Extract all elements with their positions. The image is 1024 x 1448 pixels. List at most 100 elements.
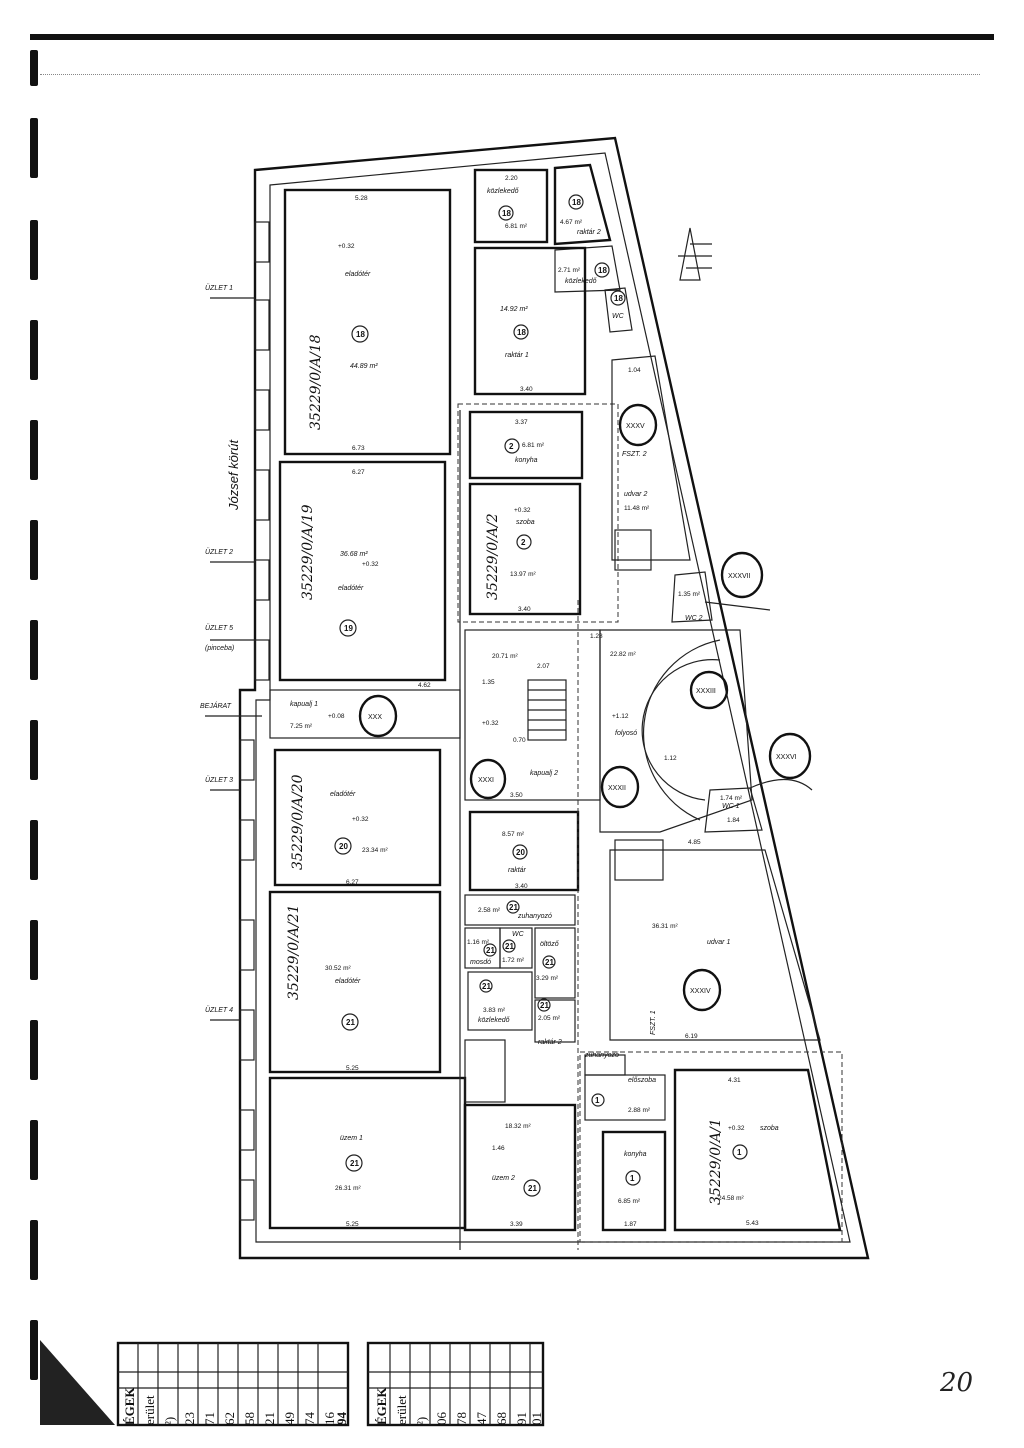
svg-text:ÉGEK: ÉGEK bbox=[122, 1387, 137, 1425]
svg-text:szoba: szoba bbox=[516, 519, 535, 526]
room-oltozo bbox=[534, 927, 576, 999]
svg-text:1.84: 1.84 bbox=[727, 817, 740, 824]
svg-text:FSZT. 1: FSZT. 1 bbox=[650, 1010, 657, 1035]
svg-text:26.31 m²: 26.31 m² bbox=[335, 1185, 361, 1192]
svg-text:06: 06 bbox=[434, 1412, 449, 1426]
room-szoba-1 bbox=[673, 1068, 842, 1232]
svg-text:WC: WC bbox=[612, 313, 625, 320]
svg-text:4.67 m²: 4.67 m² bbox=[560, 219, 583, 226]
svg-text:+0.32: +0.32 bbox=[338, 243, 355, 250]
svg-text:71: 71 bbox=[202, 1412, 217, 1425]
svg-text:közlekedő: közlekedő bbox=[487, 188, 519, 195]
svg-text:konyha: konyha bbox=[624, 1151, 647, 1158]
pointer-line bbox=[749, 778, 813, 791]
svg-text:+1.12: +1.12 bbox=[612, 713, 629, 720]
svg-text:21: 21 bbox=[545, 958, 554, 967]
page-number: 20 bbox=[940, 1368, 974, 1398]
binder-mark bbox=[30, 620, 38, 680]
svg-text:18: 18 bbox=[517, 328, 526, 337]
svg-text:eladótér: eladótér bbox=[335, 978, 361, 985]
room-szoba-2 bbox=[468, 482, 582, 616]
svg-text:+0.32: +0.32 bbox=[514, 507, 531, 514]
building-outline bbox=[238, 136, 870, 1260]
entrance-labels: ÜZLET 1 ÜZLET 2 ÜZLET 5 (pinceba) BEJÁRA… bbox=[200, 284, 262, 1021]
svg-text:kapualj 2: kapualj 2 bbox=[530, 770, 558, 777]
svg-text:8.57 m²: 8.57 m² bbox=[502, 831, 525, 838]
svg-text:eladótér: eladótér bbox=[345, 271, 371, 278]
svg-text:konyha: konyha bbox=[515, 457, 538, 464]
corner-triangle bbox=[40, 1340, 115, 1425]
svg-text:18: 18 bbox=[598, 266, 607, 275]
entrance-uzlet4: ÜZLET 4 bbox=[205, 1006, 233, 1014]
room-wc-top bbox=[604, 287, 633, 333]
svg-text:2.05 m²: 2.05 m² bbox=[538, 1015, 561, 1022]
entrance-bejarat: BEJÁRAT bbox=[200, 701, 232, 710]
svg-text:58: 58 bbox=[242, 1412, 257, 1425]
handwritten-parcel-1: 35229/0/A/1 bbox=[708, 1118, 724, 1205]
handwritten-parcel-2: 35229/0/A/2 bbox=[485, 513, 501, 600]
svg-text:3.50: 3.50 bbox=[510, 792, 523, 799]
svg-text:2.71 m²: 2.71 m² bbox=[558, 267, 581, 274]
street-label: József körút bbox=[226, 439, 241, 511]
svg-text:WC 1: WC 1 bbox=[722, 803, 740, 810]
steps-upper bbox=[614, 529, 652, 571]
svg-text:²): ²) bbox=[414, 1417, 429, 1425]
svg-text:zuhanyozó: zuhanyozó bbox=[584, 1052, 619, 1059]
spiral-stair-outer bbox=[642, 639, 721, 821]
svg-text:20: 20 bbox=[516, 848, 525, 857]
svg-text:1.04: 1.04 bbox=[628, 367, 641, 374]
svg-text:2.88 m²: 2.88 m² bbox=[628, 1107, 651, 1114]
handwritten-parcel-18: 35229/0/A/18 bbox=[308, 334, 324, 430]
svg-text:XXXIII: XXXIII bbox=[696, 688, 716, 695]
svg-text:FSZT. 2: FSZT. 2 bbox=[622, 451, 647, 458]
svg-text:91: 91 bbox=[514, 1412, 529, 1425]
room-kozlekedo-2 bbox=[554, 245, 621, 293]
svg-text:6.27: 6.27 bbox=[346, 879, 359, 886]
north-arrow-icon bbox=[678, 227, 712, 281]
svg-text:4.62: 4.62 bbox=[418, 682, 431, 689]
courtyard-udvar-2 bbox=[611, 355, 691, 561]
room-kozlekedo-21 bbox=[467, 971, 533, 1031]
binder-mark bbox=[30, 118, 38, 178]
svg-text:21: 21 bbox=[486, 946, 495, 955]
svg-text:udvar 2: udvar 2 bbox=[624, 491, 647, 498]
svg-text:3.40: 3.40 bbox=[520, 386, 533, 393]
svg-text:6.81 m²: 6.81 m² bbox=[505, 223, 528, 230]
svg-text:1.35: 1.35 bbox=[482, 679, 495, 686]
svg-text:18: 18 bbox=[614, 294, 623, 303]
svg-text:öltöző: öltöző bbox=[540, 941, 559, 948]
svg-text:6.73: 6.73 bbox=[352, 445, 365, 452]
binder-mark bbox=[30, 720, 38, 780]
svg-text:+0.32: +0.32 bbox=[352, 816, 369, 823]
svg-text:+0.32: +0.32 bbox=[362, 561, 379, 568]
svg-text:1: 1 bbox=[630, 1174, 635, 1183]
svg-text:5.28: 5.28 bbox=[355, 195, 368, 202]
svg-text:68: 68 bbox=[494, 1412, 509, 1425]
svg-text:23: 23 bbox=[182, 1412, 197, 1425]
svg-text:3.39: 3.39 bbox=[510, 1221, 523, 1228]
svg-text:közlekedő: közlekedő bbox=[565, 278, 597, 285]
svg-text:20: 20 bbox=[339, 842, 348, 851]
svg-text:21: 21 bbox=[528, 1184, 537, 1193]
svg-text:7.25 m²: 7.25 m² bbox=[290, 723, 313, 730]
svg-text:21: 21 bbox=[482, 982, 491, 991]
svg-text:szoba: szoba bbox=[760, 1125, 779, 1132]
svg-text:3.83 m²: 3.83 m² bbox=[483, 1007, 506, 1014]
svg-text:21: 21 bbox=[262, 1412, 277, 1425]
binder-mark bbox=[30, 820, 38, 880]
svg-text:01: 01 bbox=[529, 1412, 544, 1425]
entrance-uzlet2: ÜZLET 2 bbox=[205, 548, 233, 556]
area-table-right: ÉGEK erület ²) 06 78 47 68 91 01 bbox=[366, 1341, 545, 1427]
pointer-line bbox=[704, 601, 771, 611]
svg-text:XXXII: XXXII bbox=[608, 785, 626, 792]
svg-text:WC 2: WC 2 bbox=[685, 615, 703, 622]
room-labels: eladótér +0.32 18 44.89 m² 36.68 m² +0.3… bbox=[290, 188, 779, 1205]
room-eladoter-20 bbox=[273, 748, 442, 887]
room-zuhanyozo-21 bbox=[464, 894, 576, 926]
handwritten-parcel-20: 35229/0/A/20 bbox=[290, 774, 306, 870]
svg-text:24.58 m²: 24.58 m² bbox=[718, 1195, 744, 1202]
room-konyha-2 bbox=[468, 410, 584, 480]
svg-text:3.37: 3.37 bbox=[515, 419, 528, 426]
binder-mark bbox=[30, 1320, 38, 1380]
svg-text:18: 18 bbox=[356, 330, 365, 339]
